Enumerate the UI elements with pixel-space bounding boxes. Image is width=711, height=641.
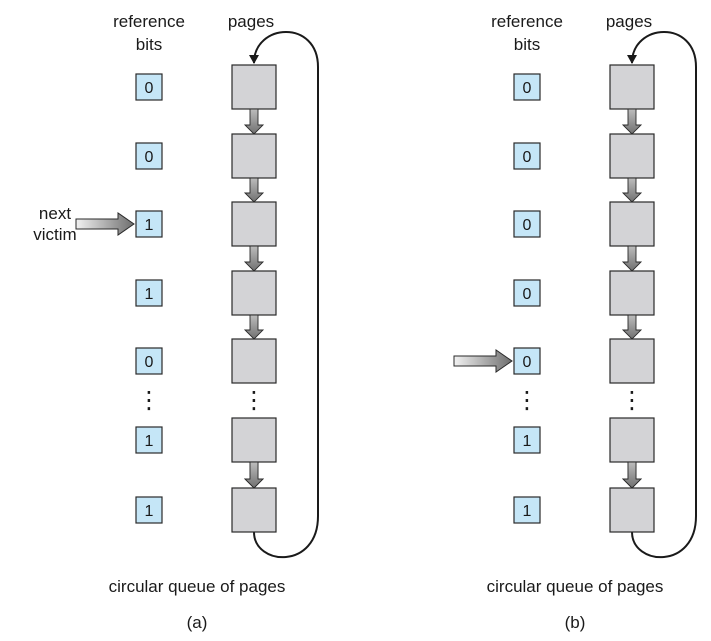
page-frame [609,201,655,247]
reference-bit-value: 1 [145,217,154,234]
page-frame [609,270,655,316]
next-page-arrow [621,314,643,340]
pages-header: pages [606,12,652,31]
panel-label: (a) [187,613,208,632]
reference-bits-header: reference [491,12,563,31]
reference-bit-value: 0 [523,354,532,371]
reference-bit-box [135,73,163,101]
reference-bit-box [513,496,541,524]
reference-bit-value: 0 [523,286,532,303]
next-page-arrow [243,461,265,489]
circular-return-arrow [627,31,697,559]
page-frame [231,201,277,247]
reference-bit-value: 0 [145,80,154,97]
queue-caption: circular queue of pages [109,577,286,596]
reference-bit-value: 1 [145,503,154,520]
reference-bit-box [513,279,541,307]
panel-label: (b) [565,613,586,632]
panel-a: reference bits pages 0 0 1 1 0 1 1 ⋮ ⋮ next victim cir… [33,12,319,632]
reference-bits-header: bits [136,35,162,54]
reference-bit-box [513,426,541,454]
reference-bits-header: bits [514,35,540,54]
reference-bit-value: 1 [145,433,154,450]
panel-b: reference bits pages 0 0 0 0 0 1 1 ⋮ ⋮ circular queu… [453,12,697,632]
reference-bit-value: 1 [523,433,532,450]
victim-pointer-arrow [75,212,135,236]
reference-bit-value: 0 [145,149,154,166]
next-page-arrow [243,108,265,135]
page-frame [609,338,655,384]
next-page-arrow [621,177,643,203]
reference-bit-box [135,142,163,170]
reference-bit-box [513,347,541,375]
next-page-arrow [243,177,265,203]
reference-bit-box [513,142,541,170]
next-page-arrow [621,245,643,272]
circular-return-arrow [249,31,319,559]
page-frame [609,417,655,463]
page-frame [231,338,277,384]
reference-bit-value: 0 [523,217,532,234]
page-frame [609,133,655,179]
ellipsis: ⋮ [515,387,539,414]
reference-bits-header: reference [113,12,185,31]
next-page-arrow [621,108,643,135]
reference-bit-box [135,279,163,307]
ellipsis: ⋮ [242,387,266,414]
page-frame [609,487,655,533]
next-victim-label: next [39,204,71,223]
reference-bit-value: 0 [523,80,532,97]
pages-header: pages [228,12,274,31]
next-page-arrow [621,461,643,489]
reference-bit-value: 1 [145,286,154,303]
page-frame [609,64,655,110]
next-page-arrow [243,245,265,272]
reference-bit-box [513,73,541,101]
page-frame [231,64,277,110]
page-frame [231,417,277,463]
reference-bit-box [513,210,541,238]
next-page-arrow [243,314,265,340]
reference-bit-value: 1 [523,503,532,520]
reference-bit-value: 0 [145,354,154,371]
reference-bit-box [135,426,163,454]
reference-bit-box [135,347,163,375]
reference-bit-box [135,210,163,238]
ellipsis: ⋮ [137,387,161,414]
ellipsis: ⋮ [620,387,644,414]
queue-caption: circular queue of pages [487,577,664,596]
reference-bit-box [135,496,163,524]
page-frame [231,270,277,316]
reference-bit-value: 0 [523,149,532,166]
page-frame [231,133,277,179]
next-victim-label: victim [33,225,76,244]
page-frame [231,487,277,533]
victim-pointer-arrow [453,349,513,373]
